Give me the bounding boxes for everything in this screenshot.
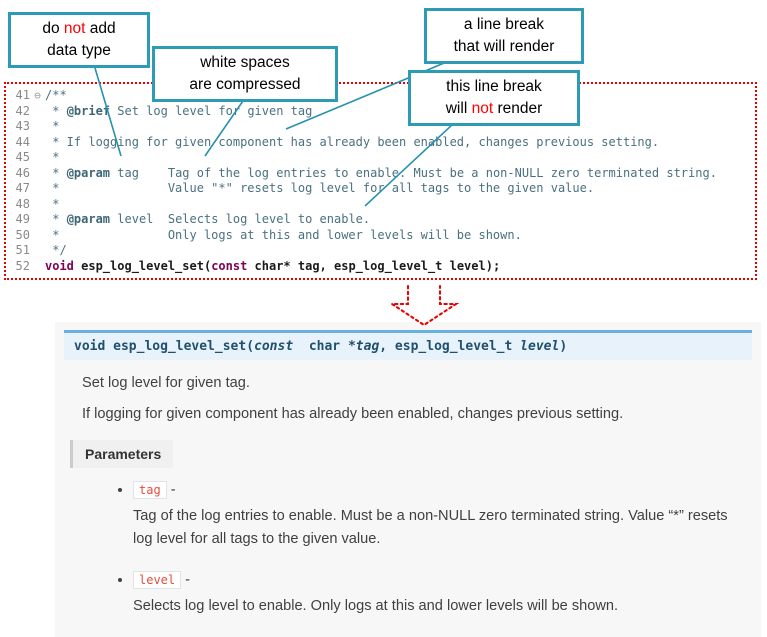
code-line: 46 * @param tag Tag of the log entries t… bbox=[6, 166, 755, 182]
doc-brief-text: Set log level for given tag. bbox=[82, 375, 250, 391]
code-line: 52 void esp_log_level_set(const char* tag… bbox=[6, 259, 755, 275]
code-text: Set log level for given tag bbox=[110, 103, 313, 118]
callout-text: add bbox=[85, 20, 116, 37]
signature-function-name: esp_log_level_set bbox=[113, 339, 247, 354]
parameters-heading: Parameters bbox=[70, 440, 174, 468]
code-text: * bbox=[45, 196, 60, 211]
callout-text-line: a line break bbox=[463, 16, 545, 33]
doxygen-tag: @param bbox=[66, 212, 111, 226]
callout-text-emphasis: not bbox=[471, 100, 494, 117]
dotted-arrow-icon bbox=[388, 285, 460, 327]
line-number: 50 bbox=[15, 227, 30, 242]
signature-type: , esp_log_level_t bbox=[379, 339, 521, 354]
signature-keyword: const bbox=[254, 339, 301, 354]
parameter-name-badge: tag bbox=[133, 481, 167, 499]
signature-arg: tag bbox=[355, 339, 380, 354]
code-text: * bbox=[45, 103, 67, 118]
function-name-text: esp_log_level_set( bbox=[73, 258, 212, 273]
code-text: */ bbox=[45, 243, 67, 257]
keyword-text: const bbox=[211, 258, 248, 273]
callout-text-line: data type bbox=[47, 42, 111, 59]
doxygen-tag: @param bbox=[66, 165, 111, 180]
doc-description-text: If logging for given component has alrea… bbox=[82, 406, 624, 422]
line-number: 43 bbox=[15, 119, 30, 133]
code-text: * bbox=[45, 119, 60, 133]
callout-linebreak-not-renders: this line break will not render bbox=[408, 70, 580, 126]
line-number: 42 bbox=[15, 103, 30, 118]
doxygen-tag: @brief bbox=[66, 103, 111, 118]
code-text: level Selects log level to enable. bbox=[110, 212, 371, 226]
callout-no-datatype: do not add data type bbox=[8, 12, 150, 68]
line-number: 48 bbox=[15, 196, 30, 211]
fold-collapse-icon: ⊖ bbox=[34, 89, 41, 102]
parameter-separator: - bbox=[181, 572, 191, 589]
callout-text-emphasis: not bbox=[63, 20, 86, 37]
code-line: 42 * @brief Set log level for given tag bbox=[6, 104, 755, 120]
code-text: * Only logs at this and lower levels wil… bbox=[45, 227, 522, 242]
code-editor-snippet: 41 ⊖ /** 42 * @brief Set log level for giv… bbox=[4, 82, 757, 280]
callout-linebreak-renders: a line break that will render bbox=[424, 8, 584, 64]
code-line: 41 ⊖ /** bbox=[6, 88, 755, 104]
line-number: 45 bbox=[15, 150, 30, 164]
callout-text: do bbox=[42, 20, 64, 37]
line-number: 49 bbox=[15, 212, 30, 226]
code-text: /** bbox=[45, 88, 67, 102]
code-line: 50 * Only logs at this and lower levels … bbox=[6, 228, 755, 244]
code-line: 45 * bbox=[6, 150, 755, 166]
code-line: 47 * Value "*" resets log level for all … bbox=[6, 181, 755, 197]
parameter-description: Selects log level to enable. Only logs a… bbox=[133, 598, 619, 615]
callout-text-line: that will render bbox=[453, 38, 555, 55]
line-number: 44 bbox=[15, 134, 30, 149]
code-text: char* tag, esp_log_level_t level); bbox=[247, 258, 501, 273]
function-signature-bar: void esp_log_level_set(const char *tag, … bbox=[64, 330, 752, 360]
parameter-list: tag - Tag of the log entries to enable. … bbox=[55, 481, 761, 618]
parameter-description: Tag of the log entries to enable. Must b… bbox=[133, 508, 728, 547]
callout-text-line: are compressed bbox=[189, 76, 301, 93]
callout-text-line: this line break bbox=[446, 78, 542, 95]
code-line: 51 */ bbox=[6, 243, 755, 259]
code-line: 44 * If logging for given component has … bbox=[6, 135, 755, 151]
code-line: 48 * bbox=[6, 197, 755, 213]
parameter-separator: - bbox=[166, 482, 176, 498]
parameter-item: level - Selects log level to enable. Onl… bbox=[133, 571, 761, 618]
line-number: 47 bbox=[15, 181, 30, 195]
callout-text-line: do not add bbox=[17, 18, 141, 40]
signature-punctuation: ( bbox=[246, 339, 255, 354]
rendered-docs-panel: void esp_log_level_set(const char *tag, … bbox=[55, 322, 761, 637]
code-text: * bbox=[45, 165, 67, 180]
code-text: * bbox=[45, 150, 60, 164]
callout-text: will bbox=[445, 100, 472, 117]
parameter-name-badge: level bbox=[133, 571, 182, 590]
signature-type: char * bbox=[301, 339, 356, 354]
code-line: 49 * @param level Selects log level to e… bbox=[6, 212, 755, 228]
code-text: * bbox=[45, 212, 67, 226]
code-text: tag Tag of the log entries to enable. Mu… bbox=[110, 165, 717, 180]
callout-text-line: will not render bbox=[417, 98, 571, 120]
signature-arg: level bbox=[520, 339, 560, 354]
callout-text-line: white spaces bbox=[200, 54, 290, 71]
callout-whitespace-compressed: white spaces are compressed bbox=[152, 46, 338, 102]
callout-text: render bbox=[493, 100, 543, 117]
keyword-text: void bbox=[45, 258, 74, 273]
code-text: * Value "*" resets log level for all tag… bbox=[45, 181, 595, 195]
line-number: 46 bbox=[15, 165, 30, 180]
line-number: 51 bbox=[15, 243, 30, 257]
line-number: 41 bbox=[15, 88, 30, 102]
line-number: 52 bbox=[15, 258, 30, 273]
signature-punctuation: ) bbox=[559, 339, 568, 354]
parameter-item: tag - Tag of the log entries to enable. … bbox=[133, 481, 761, 550]
signature-keyword: void bbox=[74, 339, 114, 354]
code-text: * If logging for given component has alr… bbox=[45, 134, 660, 149]
code-line: 43 * bbox=[6, 119, 755, 135]
